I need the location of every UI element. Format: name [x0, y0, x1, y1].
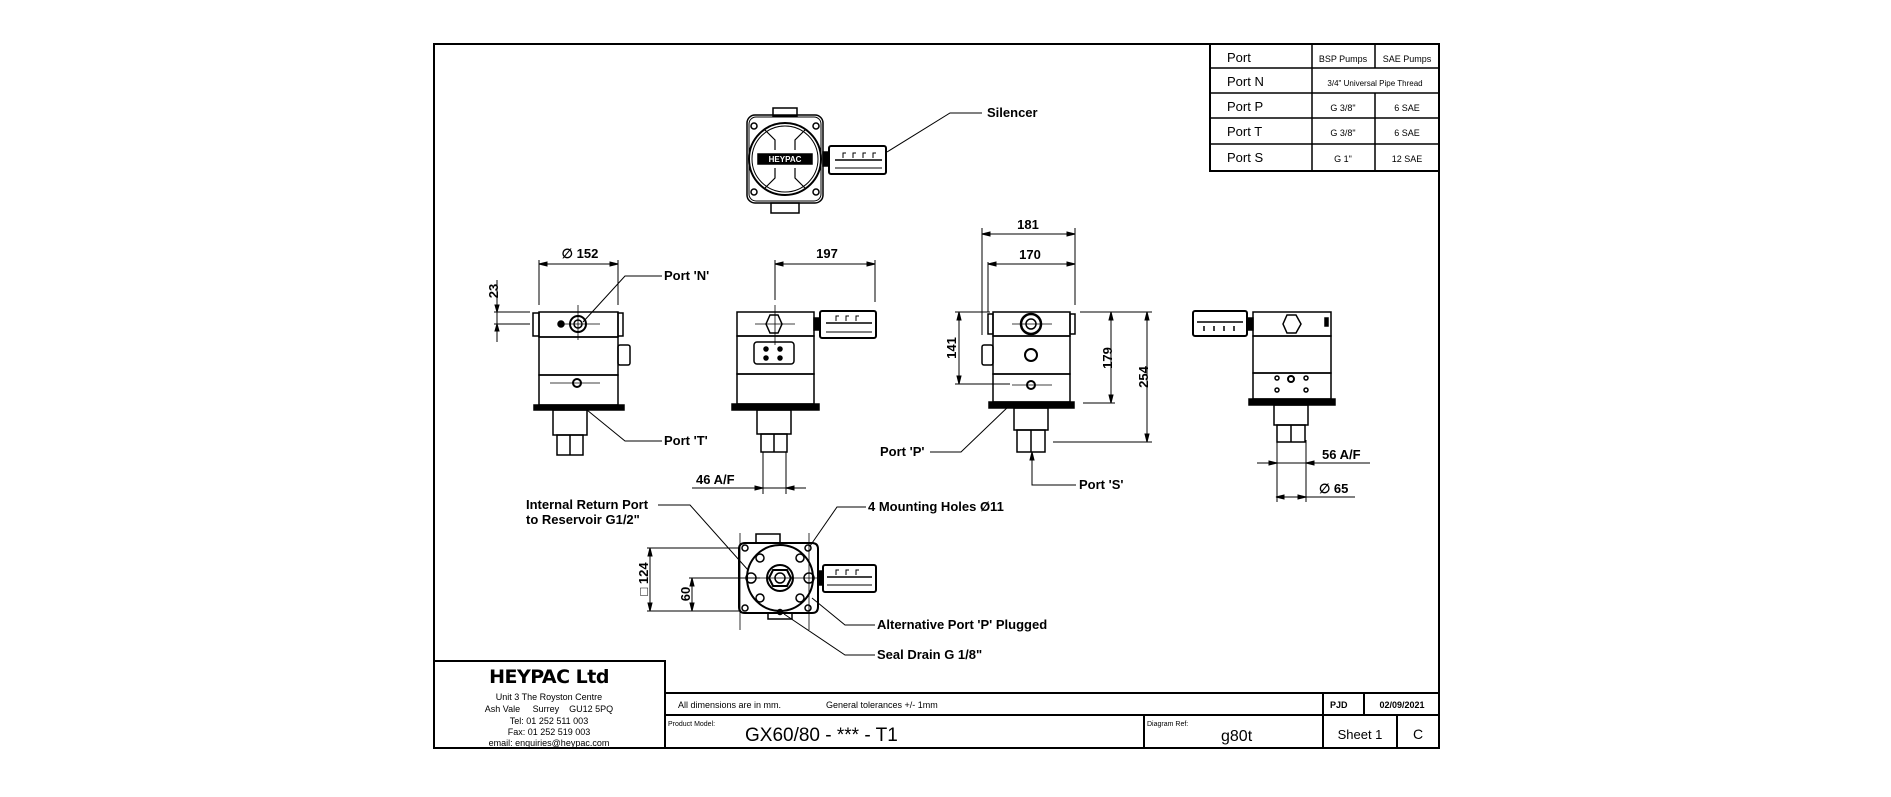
left-elevation-view [532, 305, 631, 456]
port-table-row-port: Port N [1227, 74, 1264, 89]
dimension-65-label: ∅ 65 [1319, 481, 1348, 496]
top-view: HEYPAC [746, 107, 887, 214]
dimension-197 [774, 260, 876, 302]
side-elevation-view [981, 311, 1076, 453]
dimension-124 [647, 547, 740, 612]
dimension-23 [494, 280, 530, 342]
svg-text:HEYPAC: HEYPAC [769, 155, 802, 164]
dimension-179-label: 179 [1100, 347, 1115, 369]
diagram-ref-label: Diagram Ref: [1147, 721, 1188, 728]
dimension-56-af-label: 56 A/F [1322, 447, 1361, 462]
dimension-46-af [692, 452, 806, 494]
drawn-by: PJD [1330, 700, 1348, 710]
dimension-254-label: 254 [1136, 365, 1151, 387]
company-fax: Fax: 01 252 519 003 [508, 727, 591, 737]
port-table-row-sae: 6 SAE [1394, 103, 1420, 113]
dimension-60-label: 60 [678, 587, 693, 601]
company-logo: HEYPAC Ltd [489, 666, 609, 688]
dimension-170-label: 170 [1019, 247, 1041, 262]
port-table-row-port: Port S [1227, 150, 1263, 165]
right-elevation-view [1192, 310, 1336, 443]
diagram-ref: g80t [1221, 728, 1253, 745]
mounting-holes-leader [809, 506, 866, 547]
port-table-row-bsp: G 3/8" [1330, 103, 1355, 113]
port-table-row-port: Port P [1227, 99, 1263, 114]
port-p-label: Port 'P' [880, 444, 924, 459]
dimension-181 [981, 228, 1076, 335]
dimension-124-label: □ 124 [636, 562, 651, 596]
product-model-label: Product Model: [668, 721, 715, 728]
internal-return-label-2: to Reservoir G1/2" [526, 512, 640, 527]
port-p-leader [930, 404, 1011, 453]
dimension-197-label: 197 [816, 246, 838, 261]
silencer-label: Silencer [987, 105, 1038, 120]
port-table-row-port: Port T [1227, 124, 1262, 139]
seal-drain-label: Seal Drain G 1/8" [877, 647, 982, 662]
alt-port-p-leader [811, 597, 875, 626]
dimension-46-af-label: 46 A/F [696, 472, 735, 487]
silencer-leader [886, 112, 982, 153]
port-t-leader [586, 409, 662, 442]
title-block [433, 660, 1439, 749]
dimension-60 [689, 577, 760, 612]
dimension-152-label: ∅ 152 [562, 246, 599, 261]
company-address-1: Unit 3 The Royston Centre [496, 692, 602, 702]
sheet-number: Sheet 1 [1338, 727, 1383, 742]
internal-return-leader [658, 504, 749, 571]
alt-port-p-label: Alternative Port 'P' Plugged [877, 617, 1047, 632]
port-table-row-bsp: G 3/8" [1330, 128, 1355, 138]
port-table-header-sae: SAE Pumps [1383, 54, 1432, 64]
port-table-row-sae: 6 SAE [1394, 128, 1420, 138]
port-table-row-merged: 3/4" Universal Pipe Thread [1327, 79, 1422, 88]
product-model: GX60/80 - *** - T1 [745, 725, 898, 746]
drawing-frame [433, 43, 1440, 749]
dimension-254 [1053, 311, 1152, 443]
front-elevation-view [731, 305, 877, 453]
mounting-holes-label: 4 Mounting Holes Ø11 [868, 499, 1004, 514]
port-s-leader [1029, 451, 1076, 486]
port-t-label: Port 'T' [664, 433, 708, 448]
dimension-152 [538, 260, 619, 305]
note-tolerance: General tolerances +/- 1mm [826, 700, 938, 710]
drawing-date: 02/09/2021 [1379, 700, 1424, 710]
company-tel: Tel: 01 252 511 003 [510, 716, 588, 726]
port-s-label: Port 'S' [1079, 477, 1123, 492]
port-n-label: Port 'N' [664, 268, 709, 283]
dimension-170 [987, 261, 1076, 312]
company-email: email: enquiries@heypac.com [489, 738, 610, 748]
dimension-56-af [1257, 440, 1370, 502]
dimension-181-label: 181 [1017, 217, 1039, 232]
dimension-23-label: 23 [486, 284, 501, 298]
dimension-141 [955, 311, 1010, 385]
port-table-row-sae: 12 SAE [1392, 154, 1423, 164]
dimension-179 [1080, 311, 1115, 404]
port-n-leader [582, 275, 662, 323]
company-address-2: Ash Vale Surrey GU12 5PQ [485, 704, 613, 714]
internal-return-label-1: Internal Return Port [526, 497, 649, 512]
dimension-141-label: 141 [944, 337, 959, 359]
port-table-header-bsp: BSP Pumps [1319, 54, 1368, 64]
port-table-header-port: Port [1227, 50, 1251, 65]
seal-drain-leader [783, 613, 875, 656]
port-table: Port BSP Pumps SAE Pumps Port N 3/4" Uni… [1209, 43, 1440, 172]
bottom-view [738, 533, 877, 630]
revision: C [1413, 726, 1423, 742]
dimension-65 [1275, 494, 1355, 500]
note-units: All dimensions are in mm. [678, 700, 781, 710]
port-table-row-bsp: G 1" [1334, 154, 1352, 164]
